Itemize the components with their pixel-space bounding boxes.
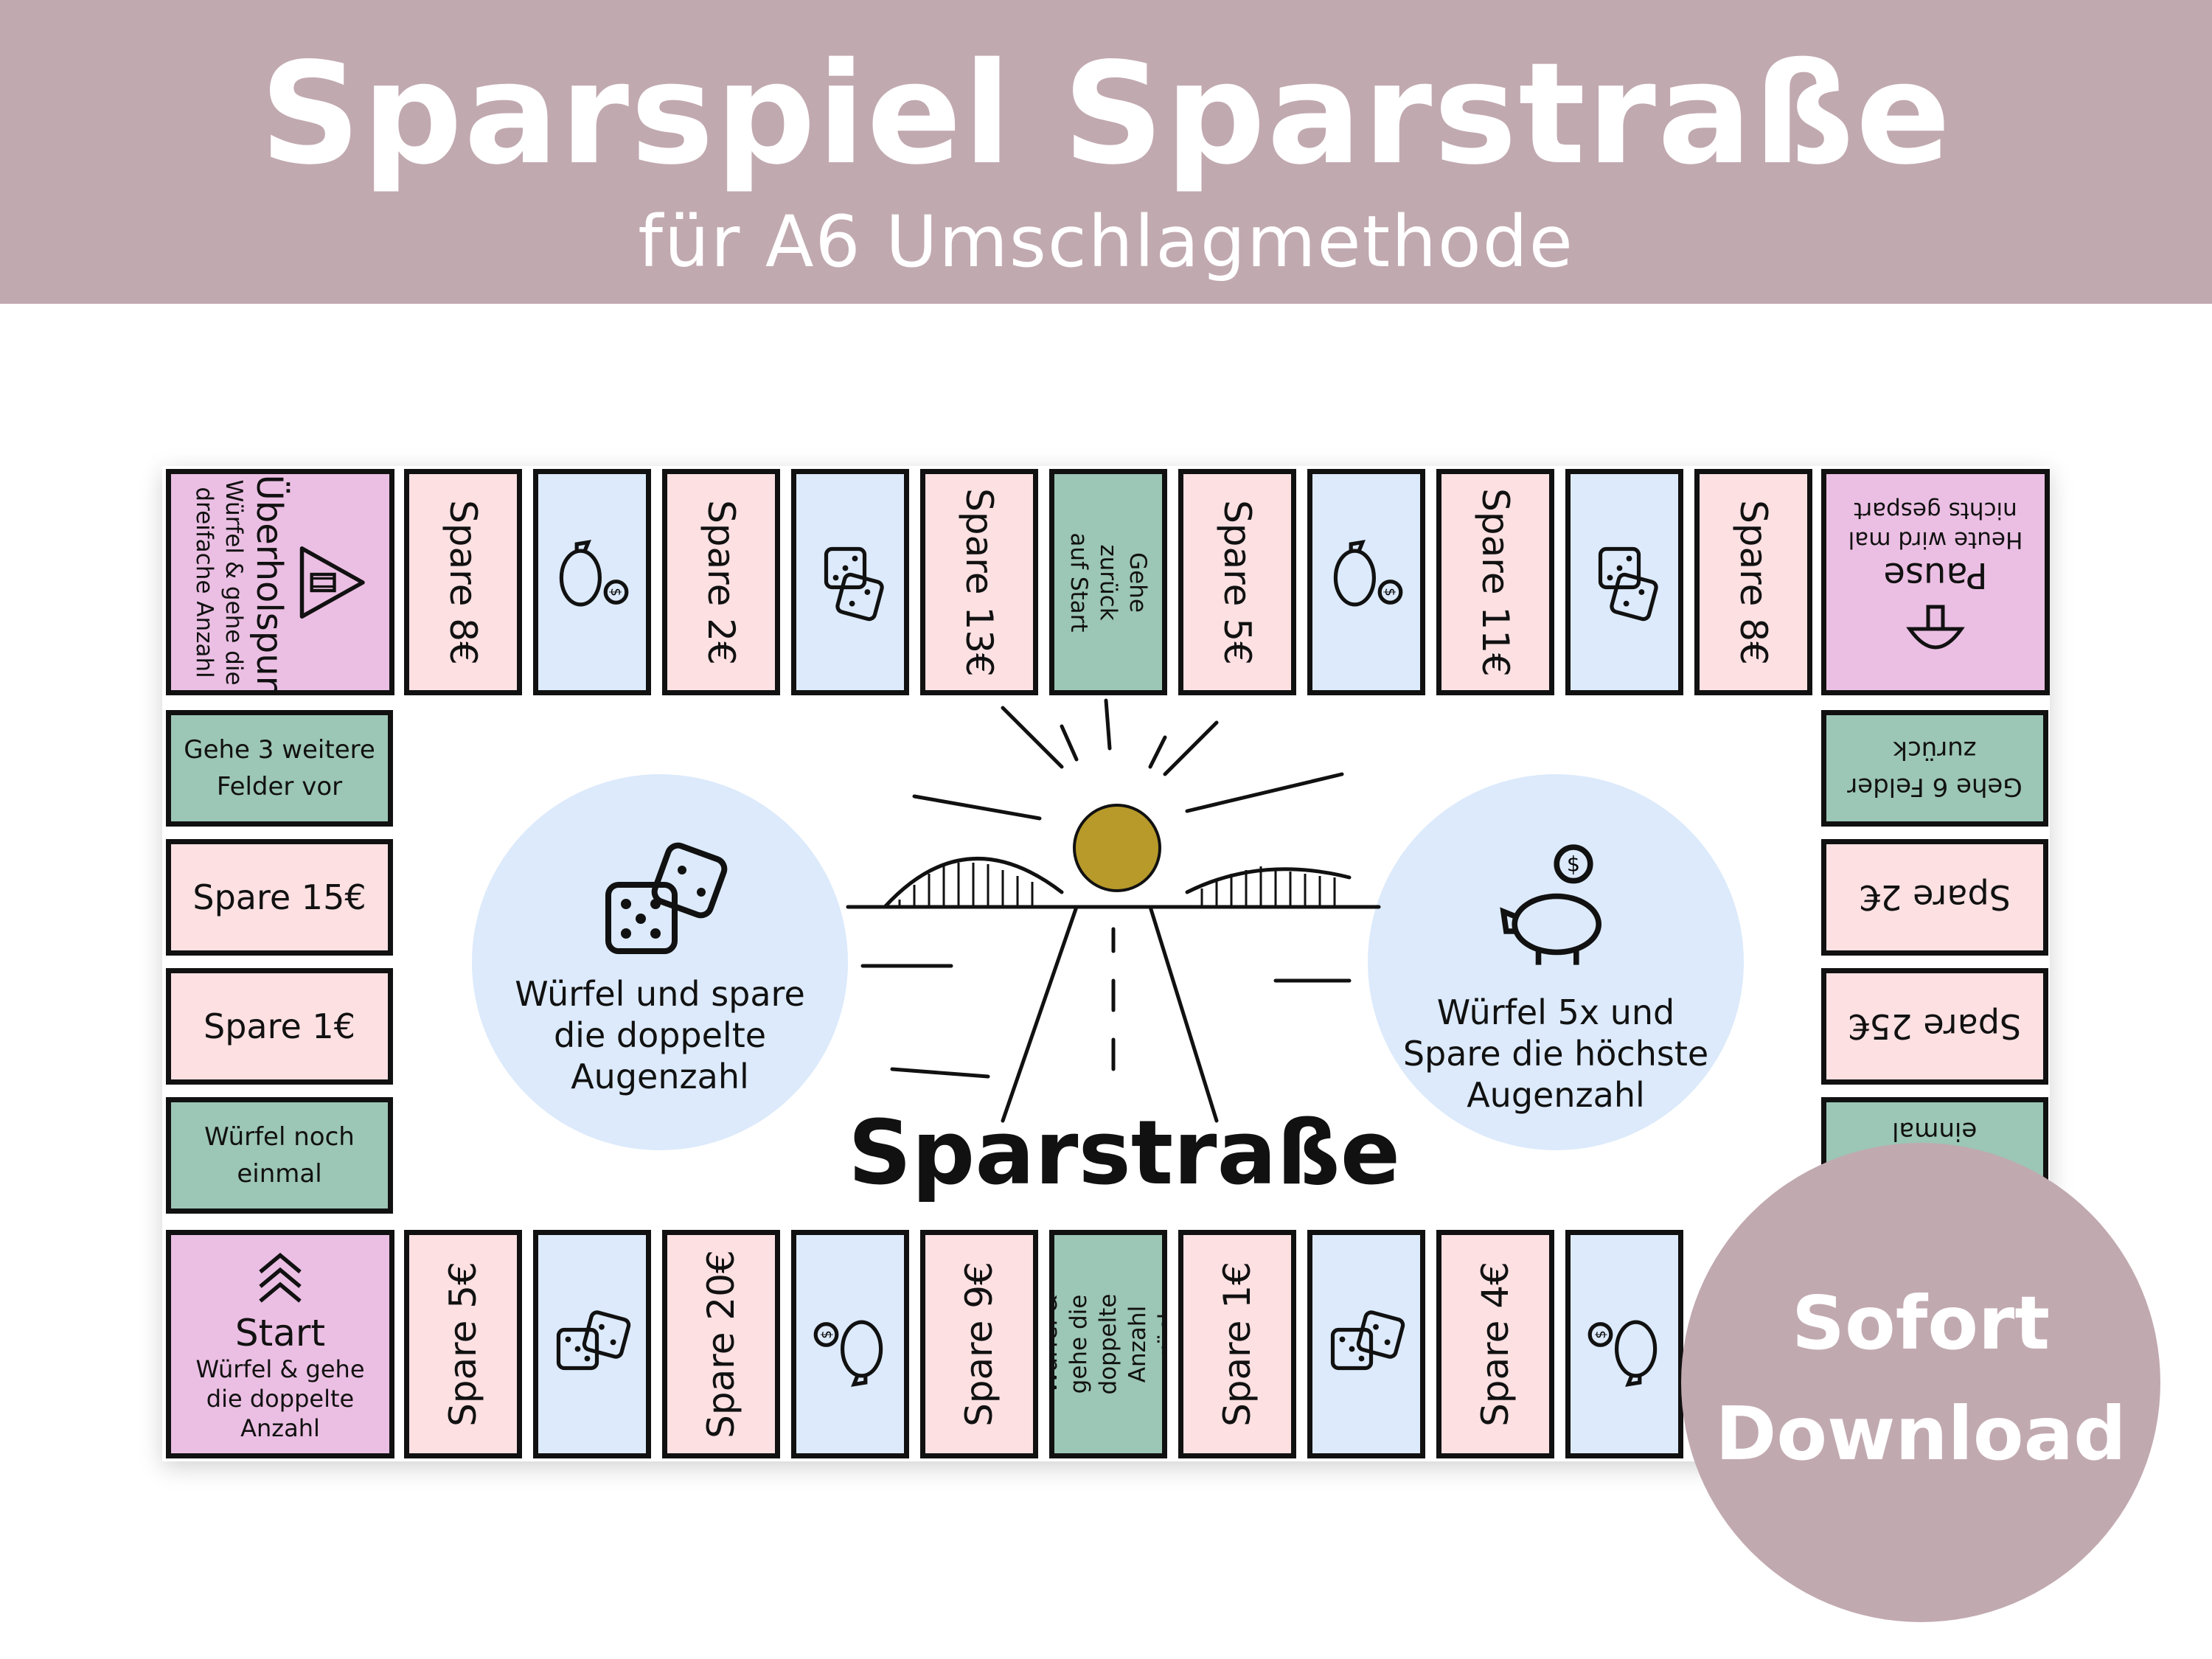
dice-icon [824,546,884,621]
road-illustration [846,698,1381,1123]
field-left-2: Spare 1€ [166,968,393,1085]
sofort-download-badge: Sofort Download [1681,1143,2160,1622]
ueberholspur-text: Würfel & gehe die dreifache Anzahl [191,479,247,686]
field-bottom-6: Würfel & gehe die doppelte Anzahl zurück [1049,1230,1167,1458]
field-top-10 [1565,469,1683,695]
field-top-6: Gehe zurück auf Start [1049,469,1167,695]
field-top-5: Spare 13€ [920,469,1038,695]
field-label: Spare 9€ [958,1262,1001,1427]
field-label: Spare 13€ [958,487,1001,677]
field-right-2: Spare 25€ [1821,968,2048,1085]
piggy-bank-icon: $ [1587,1320,1658,1387]
dice-info-circle [472,774,848,1150]
piggy-bank-icon: $ [813,1320,883,1387]
warning-triangle-icon [299,546,365,619]
svg-text:$: $ [608,588,623,597]
field-bottom-5: Spare 9€ [920,1230,1038,1458]
field-label: Spare 15€ [192,877,366,917]
page-title: Sparspiel Sparstraße [260,32,1952,195]
piggy-info-text: Würfel 5x und Spare die höchste Augenzah… [1402,992,1709,1115]
field-right-0: Gehe 6 Felder zurück [1821,710,2048,827]
road-title: Sparstraße [848,1102,1401,1205]
field-ueberholspur: Überholspur Würfel & gehe die dreifache … [166,469,394,695]
piggy-info-circle [1368,774,1744,1150]
field-bottom-9: Spare 4€ [1436,1230,1554,1458]
field-top-8: $ [1307,469,1425,695]
pause-text: Heute wird mal nichts gespart [1848,496,2023,553]
field-label: Spare 11€ [1474,487,1517,677]
field-pause: Pause Heute wird mal nichts gespart [1821,469,2050,695]
field-bottom-3: Spare 20€ [662,1230,780,1458]
field-left-0: Gehe 3 weitere Felder vor [166,710,393,827]
pause-title: Pause [1883,554,1988,596]
dice-info-text: Würfel und spare die doppelte Augenzahl [515,974,805,1096]
badge-line-1: Sofort [1791,1280,2051,1366]
badge-line-2: Download [1715,1391,2126,1477]
svg-text:$: $ [819,1330,835,1339]
field-label: Spare 5€ [1216,499,1259,665]
field-bottom-4: $ [791,1230,909,1458]
field-label: Spare 1€ [204,1006,355,1046]
header-banner: Sparspiel Sparstraße für A6 Umschlagmeth… [0,0,2212,304]
field-top-9: Spare 11€ [1436,469,1554,695]
field-label: Spare 1€ [1216,1262,1259,1427]
field-label: Spare 25€ [1848,1006,2022,1046]
page-subtitle: für A6 Umschlagmethode [638,201,1574,283]
svg-text:$: $ [1593,1330,1609,1339]
field-top-7: Spare 5€ [1178,469,1296,695]
field-top-1: Spare 8€ [404,469,522,695]
field-left-3: Würfel noch einmal [166,1097,393,1214]
field-bottom-10: $ [1565,1230,1683,1458]
dice-icon [1598,546,1658,621]
ueberholspur-title: Überholspur [248,474,290,690]
field-label: Spare 5€ [442,1262,485,1427]
field-left-1: Spare 15€ [166,839,393,956]
start-title: Start [234,1312,326,1354]
field-right-1: Spare 2€ [1821,839,2048,956]
field-label: Würfel noch einmal [204,1122,355,1189]
dice-icon [605,842,728,954]
piggy-bank-icon: $ [1500,844,1601,965]
field-bottom-8 [1307,1230,1425,1458]
field-label: Spare 2€ [1859,877,2011,917]
field-top-11: Spare 8€ [1694,469,1812,695]
mushroom-icon [1906,605,1965,649]
svg-text:$: $ [1567,852,1580,876]
dice-icon [556,1310,631,1371]
field-bottom-2 [533,1230,651,1458]
field-label: Spare 8€ [1732,499,1775,665]
field-label: Gehe zurück auf Start [1065,532,1151,633]
field-start: Start Würfel & gehe die doppelte Anzahl [166,1230,394,1458]
field-top-3: Spare 2€ [662,469,780,695]
field-label: Spare 2€ [700,499,743,665]
field-top-2: $ [533,469,651,695]
start-text: Würfel & gehe die doppelte Anzahl [195,1355,365,1442]
field-bottom-1: Spare 5€ [404,1230,522,1458]
field-label: Gehe 3 weitere Felder vor [184,735,375,801]
piggy-bank-icon: $ [559,539,629,606]
field-bottom-7: Spare 1€ [1178,1230,1296,1458]
chevrons-up-icon [259,1252,302,1303]
field-label: Gehe 6 Felder zurück [1847,735,2023,801]
field-label: Spare 8€ [442,499,485,665]
dice-icon [1330,1310,1405,1371]
svg-text:$: $ [1382,588,1397,597]
piggy-bank-icon: $ [1333,539,1403,606]
field-top-4 [791,469,909,695]
field-label: Spare 20€ [700,1250,743,1439]
field-label: Spare 4€ [1474,1262,1517,1427]
field-label: Würfel & gehe die doppelte Anzahl zurück [1049,1293,1167,1395]
